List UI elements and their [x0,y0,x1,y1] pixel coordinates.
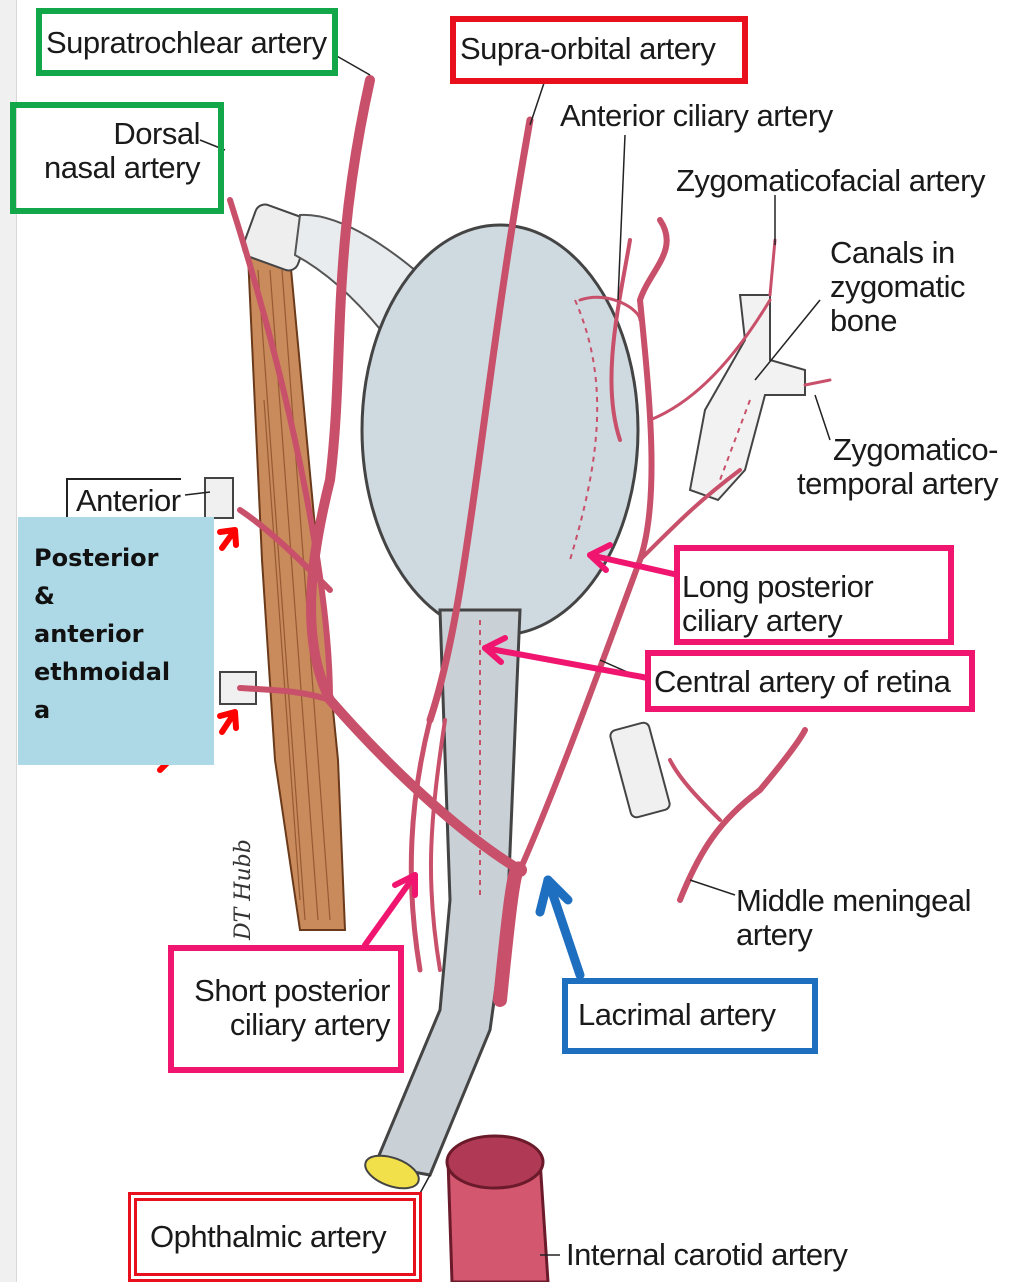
label-supratrochlear-artery: Supratrochlear artery [46,26,327,60]
meningeal-canal [609,721,671,818]
label-anterior-ciliary-artery: Anterior ciliary artery [560,99,833,133]
label-ophthalmic-artery: Ophthalmic artery [150,1220,386,1254]
label-long-posterior-ciliary-artery: Long posterior ciliary artery [682,570,873,638]
label-lacrimal-artery: Lacrimal artery [578,998,776,1032]
label-dorsal-nasal-artery: Dorsal nasal artery [22,117,200,185]
ethmoidal-callout: Posterior & anterior ethmoidal a [18,517,214,765]
artist-signature: DT Hubb [231,839,256,941]
blue-arrow [540,880,580,975]
label-canals-zygomatic-bone: Canals in zygomatic bone [830,236,965,338]
label-supra-orbital-artery: Supra-orbital artery [460,32,715,66]
optic-nerve [375,610,520,1175]
label-zygomaticofacial-artery: Zygomaticofacial artery [676,164,985,198]
label-zygomatico-temporal-artery: Zygomatico- temporal artery [770,433,998,501]
label-short-posterior-ciliary-artery: Short posterior ciliary artery [178,974,390,1042]
label-internal-carotid-artery: Internal carotid artery [566,1238,847,1272]
internal-carotid-lumen [447,1136,543,1188]
ethmoidal-canal-upper [205,478,233,518]
label-central-artery-of-retina: Central artery of retina [654,665,950,699]
label-middle-meningeal-artery: Middle meningeal artery [736,884,971,952]
label-anterior: Anterior [66,478,181,518]
